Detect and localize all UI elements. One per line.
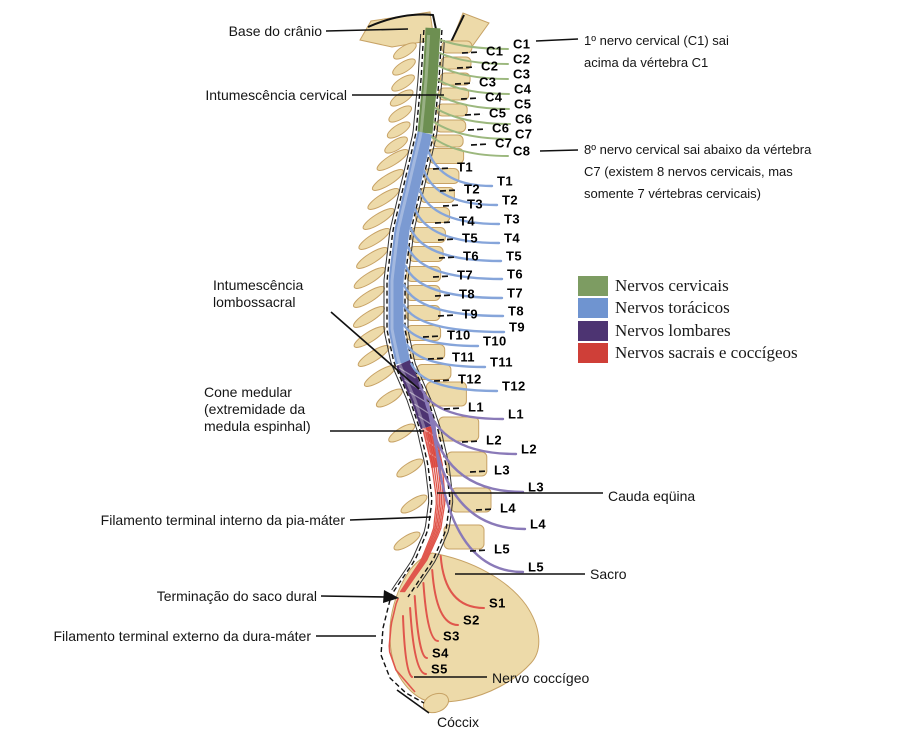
nerves-layer [402, 39, 527, 678]
legend-swatch [578, 276, 608, 296]
legend-label: Nervos lombares [615, 320, 731, 340]
legend-swatch [578, 320, 608, 341]
legend-label: Nervos cervicais [615, 276, 729, 295]
coccyx-bone [422, 692, 450, 714]
dura-outline-layer [380, 29, 454, 704]
legend-swatch [578, 343, 608, 364]
skull-outline [367, 13, 438, 35]
skull-outline-right [450, 14, 465, 43]
leader-lines-layer [316, 28, 603, 714]
legend-swatch [578, 298, 608, 319]
legend-label: Nervos torácicos [615, 298, 730, 318]
legend-label: Nervos sacrais e coccígeos [615, 343, 798, 363]
spinal-cord-layer [388, 26, 444, 469]
